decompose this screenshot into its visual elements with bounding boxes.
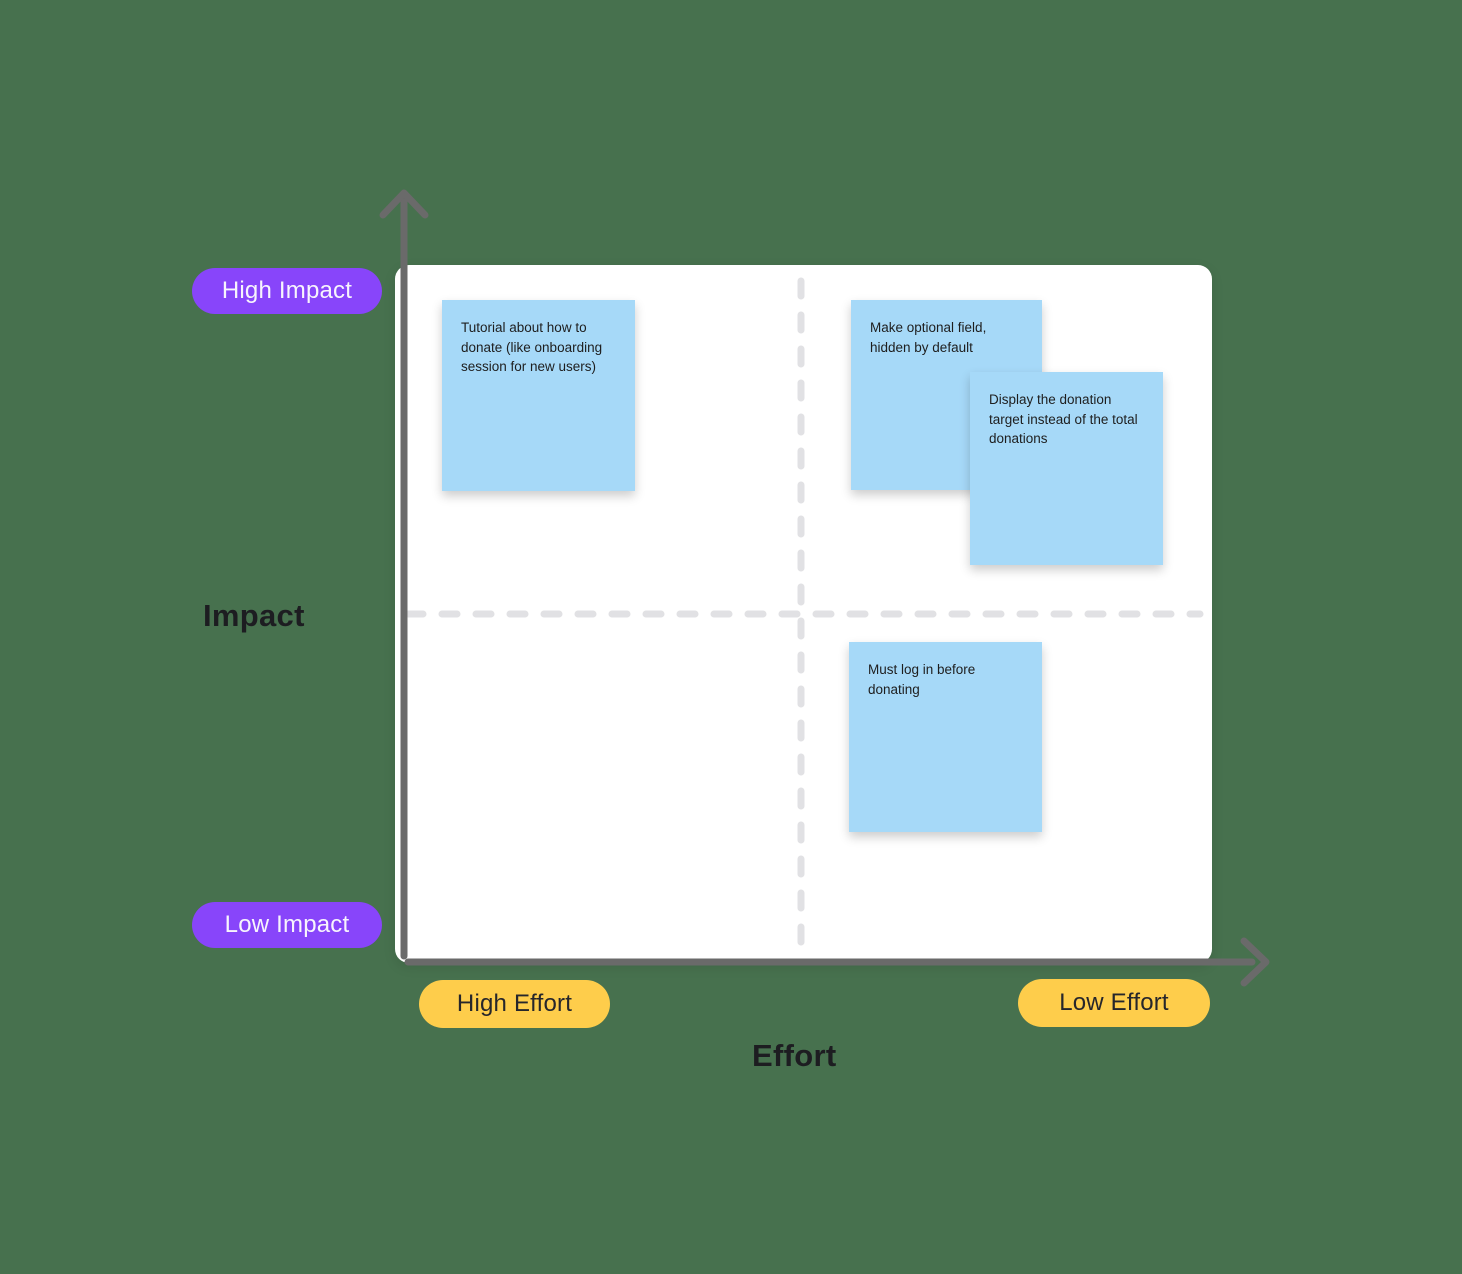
high-impact-pill[interactable]: High Impact [192,268,382,314]
sticky-note-text: Display the donation target instead of t… [989,392,1138,446]
low-effort-pill[interactable]: Low Effort [1018,979,1210,1027]
x-axis-arrowhead [1240,937,1270,987]
sticky-note-text: Tutorial about how to donate (like onboa… [461,320,603,374]
sticky-note[interactable]: Make optional field, hidden by default [851,300,1042,490]
sticky-note-text: Must log in before donating [868,662,976,697]
impact-axis-label: Impact [203,598,305,633]
sticky-note[interactable]: Tutorial about how to donate (like onboa… [442,300,635,491]
y-axis-arrowhead [379,189,429,219]
sticky-note[interactable]: Must log in before donating [849,642,1042,832]
high-effort-pill[interactable]: High Effort [419,980,610,1028]
effort-axis-label: Effort [752,1038,837,1073]
low-impact-pill[interactable]: Low Impact [192,902,382,948]
sticky-note[interactable]: Display the donation target instead of t… [970,372,1163,565]
sticky-note-text: Make optional field, hidden by default [870,320,987,355]
